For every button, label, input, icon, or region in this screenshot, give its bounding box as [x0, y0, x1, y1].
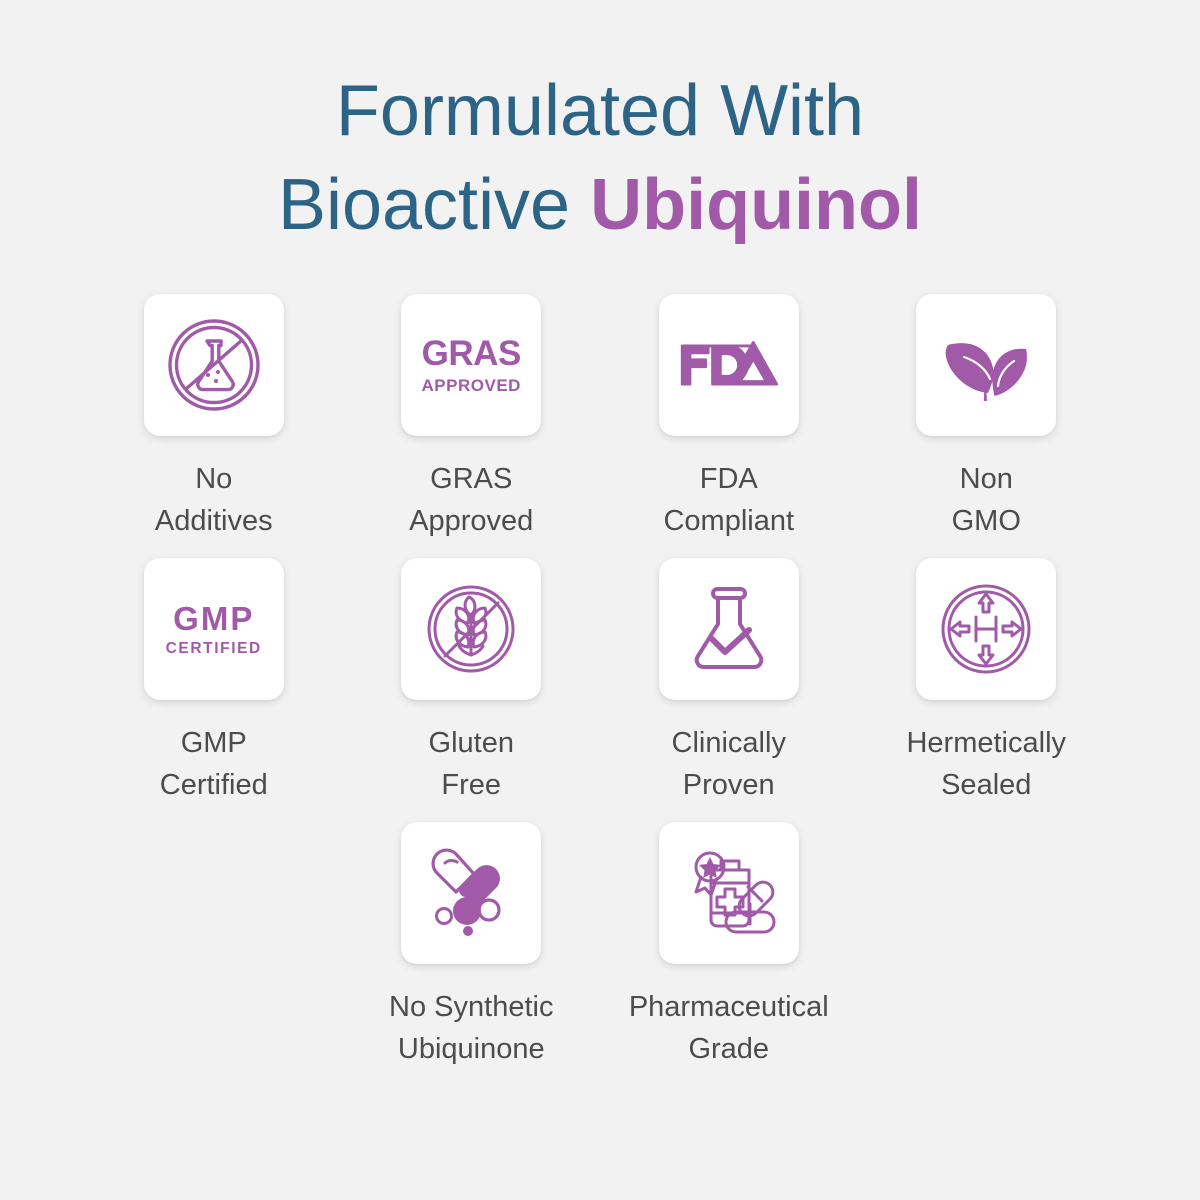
fda-logo-icon — [680, 341, 778, 386]
no-gluten-wheat-icon — [427, 585, 515, 673]
badge-label: Gluten Free — [428, 727, 514, 801]
hermetic-seal-arrows-icon — [941, 584, 1031, 674]
badge-cell-clinically-proven[interactable]: Clinically Proven — [600, 558, 858, 806]
badge-label: Clinically Proven — [671, 727, 786, 801]
badge-card-non-gmo[interactable] — [916, 294, 1057, 436]
badge-cell-fda-compliant[interactable]: FDA Compliant — [600, 294, 858, 542]
title-line-1: Formulated With — [335, 71, 865, 151]
badge-card-gluten-free[interactable] — [401, 558, 542, 700]
badge-card-hermetically-sealed[interactable] — [916, 558, 1057, 700]
gmp-text: GMP — [173, 599, 255, 637]
badge-cell-pharmaceutical-grade[interactable]: Pharmaceutical Grade — [600, 822, 858, 1070]
flask-check-icon — [694, 587, 763, 669]
certified-text: CERTIFIED — [165, 639, 262, 657]
gras-approved-text-icon: GRAS APPROVED — [421, 334, 522, 395]
badge-row-3: No Synthetic Ubiquinone — [85, 822, 1115, 1070]
badge-card-fda-compliant[interactable] — [658, 294, 799, 436]
badge-label: Non GMO — [951, 463, 1021, 537]
badge-cell-no-synthetic-ubiquinone[interactable]: No Synthetic Ubiquinone — [343, 822, 601, 1070]
badge-label: GMP Certified — [159, 727, 268, 801]
approved-text: APPROVED — [421, 376, 521, 395]
badge-row-2: GMP CERTIFIED GMP Certified — [85, 558, 1115, 806]
gras-text: GRAS — [421, 334, 522, 373]
badge-label: FDA Compliant — [663, 463, 795, 537]
badge-cell-no-additives[interactable]: No Additives — [85, 294, 343, 542]
badge-label: No Additives — [154, 463, 273, 537]
badge-card-gras-approved[interactable]: GRAS APPROVED — [401, 294, 542, 436]
badge-cell-gluten-free[interactable]: Gluten Free — [343, 558, 601, 806]
badge-card-no-synthetic-ubiquinone[interactable] — [401, 822, 542, 964]
badge-card-pharmaceutical-grade[interactable] — [658, 822, 799, 964]
grid-spacer-left — [85, 822, 343, 1070]
page-title: Formulated With Bioactive Ubiquinol — [0, 0, 1200, 252]
medicine-bottle-award-icon — [694, 851, 776, 934]
title-accent-word: Ubiquinol — [590, 165, 923, 245]
badge-cell-gras-approved[interactable]: GRAS APPROVED GRAS Approved — [343, 294, 601, 542]
grid-spacer-right — [858, 822, 1116, 1070]
badge-cell-hermetically-sealed[interactable]: Hermetically Sealed — [858, 558, 1116, 806]
badge-card-clinically-proven[interactable] — [658, 558, 799, 700]
badge-label: GRAS Approved — [409, 463, 534, 537]
badge-label: No Synthetic Ubiquinone — [389, 991, 554, 1065]
badge-grid: No Additives GRAS APPROVED GRAS Approved — [85, 252, 1115, 1070]
leaf-sprout-icon — [945, 343, 1028, 401]
badge-cell-non-gmo[interactable]: Non GMO — [858, 294, 1116, 542]
badge-label: Pharmaceutical Grade — [628, 991, 829, 1065]
title-line-2-prefix: Bioactive — [277, 165, 591, 245]
badge-card-no-additives[interactable] — [143, 294, 284, 436]
no-additives-flask-icon — [168, 319, 260, 411]
badge-card-gmp-certified[interactable]: GMP CERTIFIED — [143, 558, 284, 700]
capsule-molecules-icon — [431, 848, 501, 936]
badge-row-1: No Additives GRAS APPROVED GRAS Approved — [85, 294, 1115, 542]
gmp-certified-text-icon: GMP CERTIFIED — [166, 602, 262, 657]
badge-label: Hermetically Sealed — [906, 727, 1067, 801]
title-line-2: Bioactive Ubiquinol — [0, 158, 1200, 252]
badge-cell-gmp-certified[interactable]: GMP CERTIFIED GMP Certified — [85, 558, 343, 806]
